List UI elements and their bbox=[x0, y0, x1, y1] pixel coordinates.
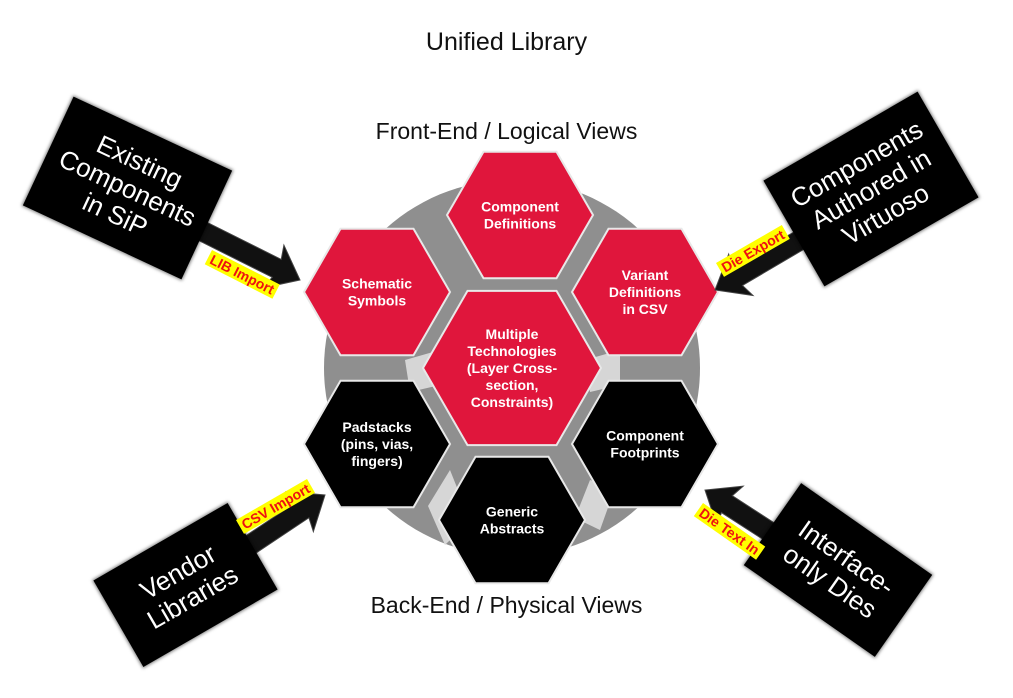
hexagon-label-line: (Layer Cross- bbox=[467, 360, 558, 376]
hexagon-label-line: Technologies bbox=[467, 343, 556, 359]
hexagon-label-line: Definitions bbox=[484, 216, 557, 232]
hexagon-label-line: Definitions bbox=[609, 284, 682, 300]
front-end-label: Front-End / Logical Views bbox=[375, 118, 638, 144]
back-end-label: Back-End / Physical Views bbox=[370, 592, 643, 618]
hexagon-label-line: Symbols bbox=[348, 293, 407, 309]
hexagon-shape bbox=[445, 150, 595, 280]
hexagon-shape bbox=[570, 379, 720, 509]
hexagon-label-line: Footprints bbox=[610, 445, 679, 461]
hexagon-label-line: in CSV bbox=[622, 301, 668, 317]
diagram-title: Unified Library bbox=[425, 28, 588, 56]
hexagon-label-line: Abstracts bbox=[480, 521, 545, 537]
hexagon-label-line: section, bbox=[486, 377, 539, 393]
hexagon-label-line: fingers) bbox=[351, 453, 402, 469]
hexagon-shape bbox=[302, 227, 452, 357]
hexagon-label-line: Component bbox=[606, 428, 684, 444]
hexagon-shape bbox=[437, 455, 587, 585]
hexagon-padstacks: Padstacks(pins, vias,fingers) bbox=[302, 379, 452, 509]
hexagon-label-line: Component bbox=[481, 199, 559, 215]
hexagon-label-line: Constraints) bbox=[471, 394, 553, 410]
hexagon-label-line: Variant bbox=[622, 267, 669, 283]
hexagon-label-line: Schematic bbox=[342, 276, 412, 292]
arrow-shape bbox=[194, 220, 301, 289]
hexagon-shape bbox=[302, 379, 452, 509]
hexagon-label-line: Generic bbox=[486, 504, 538, 520]
hexagon-shape bbox=[570, 227, 720, 357]
hexagon-shape bbox=[421, 289, 603, 447]
hexagon-label-line: (pins, vias, bbox=[341, 436, 413, 452]
hexagon-label-line: Padstacks bbox=[342, 419, 411, 435]
hexagon-label-line: Multiple bbox=[486, 326, 539, 342]
